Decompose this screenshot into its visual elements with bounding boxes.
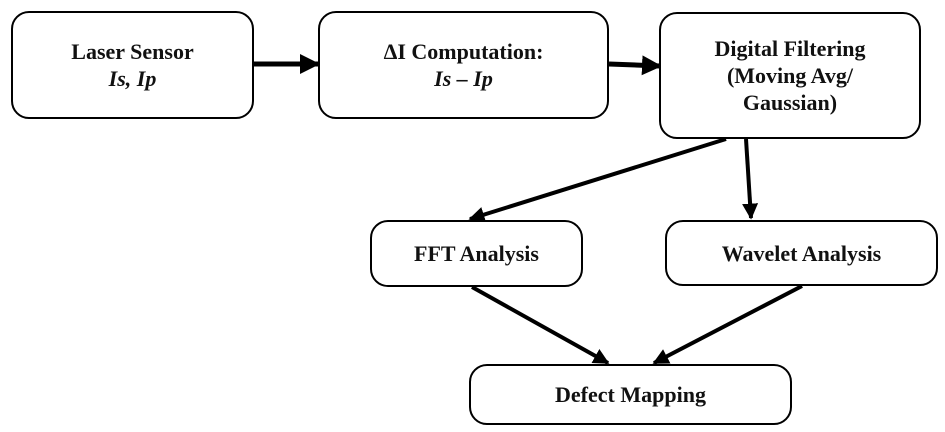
node-defect-mapping-label: Defect Mapping	[555, 382, 706, 407]
node-delta-computation-formula: Is – Ip	[434, 66, 493, 91]
node-delta-computation: ΔI Computation: Is – Ip	[318, 11, 609, 119]
node-fft-analysis-label: FFT Analysis	[414, 241, 539, 266]
node-laser-sensor: Laser Sensor Is, Ip	[11, 11, 254, 119]
node-digital-filtering-method-2: Gaussian)	[742, 90, 838, 115]
node-fft-analysis: FFT Analysis	[370, 220, 583, 287]
edge-filter-to-fft	[468, 137, 727, 223]
node-delta-computation-title: ΔI Computation:	[383, 39, 544, 64]
node-digital-filtering: Digital Filtering (Moving Avg/ Gaussian)	[659, 12, 921, 139]
node-digital-filtering-method-1: (Moving Avg/	[726, 63, 854, 88]
node-defect-mapping: Defect Mapping	[469, 364, 792, 425]
edge-fft-to-defect	[471, 285, 610, 365]
edge-wavelet-to-defect	[652, 284, 803, 365]
node-laser-sensor-signals: Is, Ip	[108, 66, 157, 91]
node-laser-sensor-title: Laser Sensor	[71, 39, 194, 64]
edge-filter-to-wavelet	[742, 138, 759, 220]
node-wavelet-analysis-label: Wavelet Analysis	[721, 240, 882, 266]
node-digital-filtering-title: Digital Filtering	[714, 36, 866, 61]
node-wavelet-analysis: Wavelet Analysis	[665, 220, 938, 286]
edge-delta-to-filter	[608, 55, 662, 76]
